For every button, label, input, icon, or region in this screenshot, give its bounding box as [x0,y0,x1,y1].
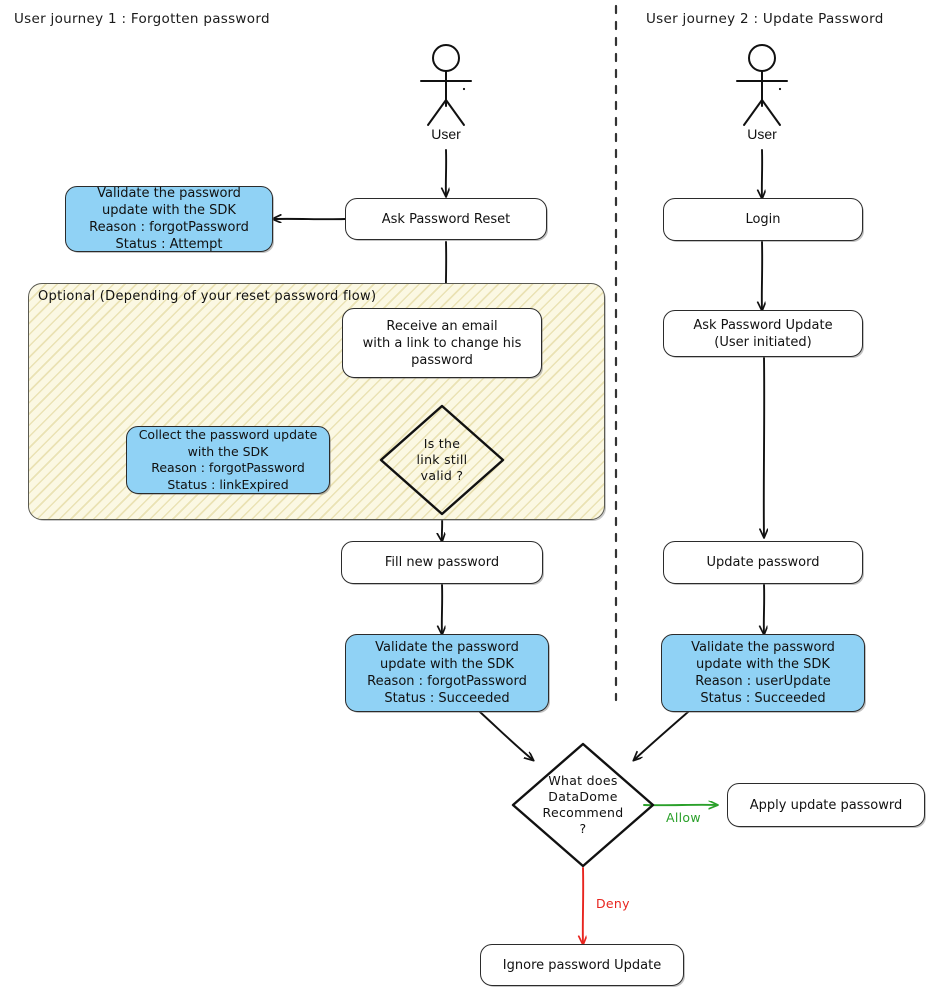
node-ask-password-reset-label: Ask Password Reset [381,211,511,227]
node-receive-email[interactable]: Receive an email with a link to change h… [342,308,542,378]
node-validate-userupdate-line3: Reason : userUpdate [695,674,831,689]
node-validate-forgot-line3: Reason : forgotPassword [367,674,527,689]
node-apply-update-password-label: Apply update passowrd [749,797,903,813]
node-validate-userupdate-line4: Status : Succeeded [700,691,826,706]
node-collect-line4: Status : linkExpired [167,476,289,492]
node-ignore-password-update[interactable]: Ignore password Update [480,944,684,986]
node-update-password[interactable]: Update password [663,541,863,584]
node-ask-password-update-line1: Ask Password Update [693,317,833,333]
actor-2-figure [736,44,788,126]
node-validate-attempt-line1: Validate the password [97,186,241,201]
node-validate-attempt-line3: Reason : forgotPassword [89,220,249,235]
node-validate-forgot-line1: Validate the password [375,640,519,655]
node-fill-new-password[interactable]: Fill new password [341,541,543,584]
node-receive-email-line1: Receive an email [386,318,498,334]
node-login-label: Login [745,212,781,227]
node-ignore-password-update-label: Ignore password Update [502,957,662,973]
node-collect-link-expired[interactable]: Collect the password update with the SDK… [126,426,330,494]
node-apply-update-password[interactable]: Apply update passowrd [727,783,925,827]
node-validate-attempt[interactable]: Validate the password update with the SD… [65,186,273,252]
node-validate-forgot-succeeded[interactable]: Validate the password update with the SD… [345,634,549,712]
node-update-password-label: Update password [706,555,820,570]
decision-datadome-line4: ? [579,821,587,836]
decision-link-valid-line1: Is the [423,436,461,451]
decision-datadome-line3: Recommend [542,805,624,820]
node-validate-userupdate-line1: Validate the password [691,640,835,655]
node-validate-attempt-line2: update with the SDK [102,203,236,218]
node-ask-password-update[interactable]: Ask Password Update (User initiated) [663,310,863,357]
decision-link-valid-line2: link still [416,452,468,467]
journey-1-title: User journey 1 : Forgotten password [14,11,270,27]
node-receive-email-line3: password [411,352,473,368]
decision-datadome-line2: DataDome [548,789,618,804]
edge-label-allow: Allow [666,810,701,825]
actor-2-label: User [747,126,777,142]
diamond-shape [379,404,505,516]
decision-link-valid-line3: valid ? [420,468,464,483]
node-receive-email-line2: with a link to change his [362,335,522,351]
decision-datadome-recommendation[interactable]: What does DataDome Recommend ? [511,742,655,868]
diamond-shape [511,742,655,868]
node-collect-line2: with the SDK [187,443,269,459]
decision-datadome-line1: What does [548,773,618,788]
node-validate-userupdate-line2: update with the SDK [696,657,830,672]
node-collect-line3: Reason : forgotPassword [151,460,305,475]
actor-1-figure [420,44,472,126]
node-validate-attempt-line4: Status : Attempt [115,237,223,252]
node-collect-line1: Collect the password update [138,427,318,442]
node-validate-forgot-line4: Status : Succeeded [384,691,510,706]
edge-label-deny: Deny [596,896,630,911]
node-validate-userupdate-succeeded[interactable]: Validate the password update with the SD… [661,634,865,712]
node-login[interactable]: Login [663,198,863,241]
node-ask-password-update-line2: (User initiated) [714,334,812,350]
actor-1-label: User [431,126,461,142]
optional-group-label: Optional (Depending of your reset passwo… [38,289,377,304]
decision-link-still-valid[interactable]: Is the link still valid ? [379,404,505,516]
node-fill-new-password-label: Fill new password [384,555,500,570]
node-ask-password-reset[interactable]: Ask Password Reset [345,198,547,240]
journey-2-title: User journey 2 : Update Password [646,11,884,27]
node-validate-forgot-line2: update with the SDK [380,657,514,672]
